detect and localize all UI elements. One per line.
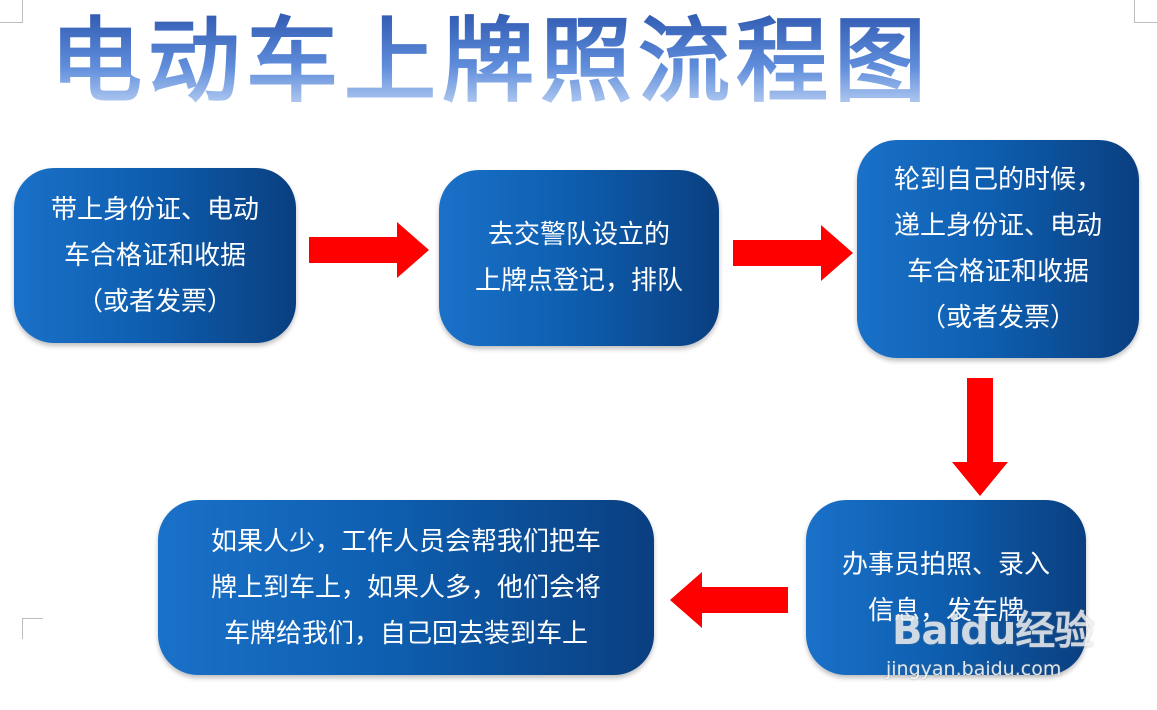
step-5-line-2: 牌上到车上，如果人多，他们会将 bbox=[210, 572, 601, 603]
step-2-line-2: 上牌点登记，排队 bbox=[474, 266, 683, 296]
arrow-right-2-icon bbox=[733, 225, 853, 281]
step-1-box: 带上身份证、电动 车合格证和收据 （或者发票） bbox=[14, 168, 296, 343]
arrow-right-1-icon bbox=[309, 222, 429, 278]
step-1-line-2: 车合格证和收据 bbox=[63, 240, 246, 271]
arrow-left-icon bbox=[670, 572, 788, 628]
page-corner-mark-bottom-left bbox=[22, 618, 43, 639]
step-3-line-2: 递上身份证、电动 bbox=[893, 211, 1102, 241]
step-2-box: 去交警队设立的 上牌点登记，排队 bbox=[439, 170, 719, 346]
page-corner-mark-top-left bbox=[0, 0, 23, 23]
diagram-title: 电动车上牌照流程图 bbox=[50, 7, 933, 115]
step-3-line-3: 车合格证和收据 bbox=[906, 257, 1089, 287]
step-4-line-1: 办事员拍照、录入 bbox=[841, 549, 1050, 580]
step-5-line-3: 车牌给我们，自己回去装到车上 bbox=[223, 618, 588, 649]
step-4-line-2: 信息，发车牌 bbox=[867, 595, 1024, 626]
step-1-line-1: 带上身份证、电动 bbox=[50, 194, 259, 225]
step-5-box: 如果人少，工作人员会帮我们把车 牌上到车上，如果人多，他们会将 车牌给我们，自己… bbox=[158, 500, 654, 675]
step-3-line-1: 轮到自己的时候， bbox=[893, 165, 1102, 195]
step-2-line-1: 去交警队设立的 bbox=[487, 220, 670, 250]
page-corner-mark-top-right bbox=[1134, 0, 1157, 23]
step-3-box: 轮到自己的时候， 递上身份证、电动 车合格证和收据 （或者发票） bbox=[857, 140, 1139, 358]
step-5-line-1: 如果人少，工作人员会帮我们把车 bbox=[210, 526, 601, 557]
step-3-line-4: （或者发票） bbox=[919, 303, 1076, 333]
step-1-line-3: （或者发票） bbox=[76, 286, 233, 317]
step-4-box: 办事员拍照、录入 信息，发车牌 bbox=[806, 500, 1086, 675]
arrow-down-icon bbox=[952, 378, 1008, 496]
